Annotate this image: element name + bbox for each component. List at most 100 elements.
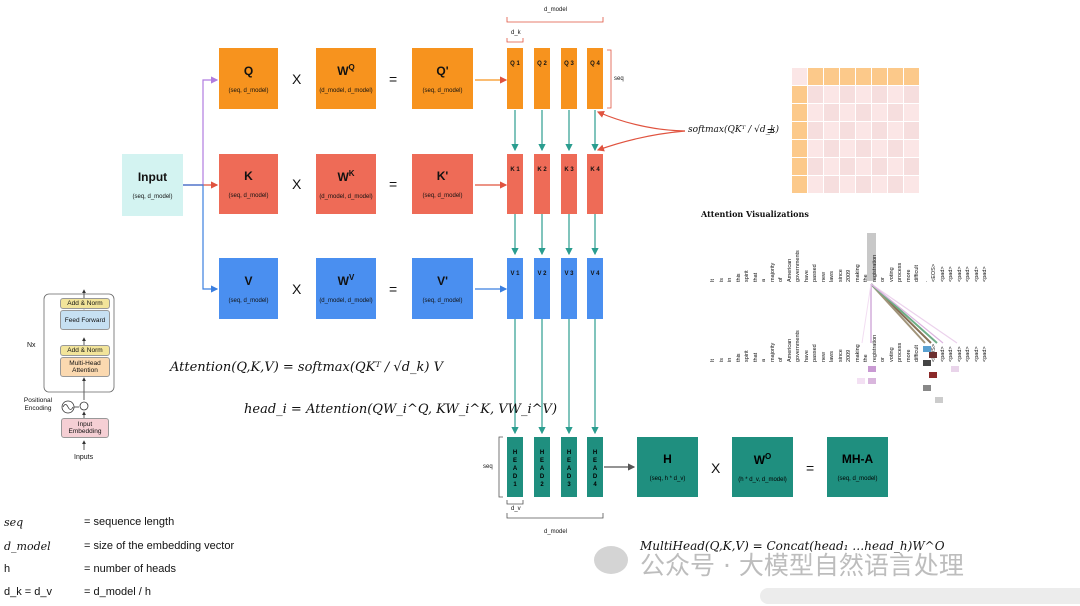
add-norm-top: Add & Norm — [60, 298, 110, 309]
viz-word-top: making — [854, 264, 861, 282]
v-head-1: V 1 — [507, 258, 523, 319]
h-times: X — [711, 460, 721, 476]
matrix-cell — [856, 104, 871, 121]
matrix-cell — [888, 86, 903, 103]
wo-box: WO (h * d_v, d_model) — [732, 437, 793, 497]
matrix-header-cell — [792, 122, 807, 139]
viz-word-bottom: <pad> — [948, 346, 954, 362]
matrix-cell — [808, 104, 823, 121]
viz-word-bottom: It — [710, 358, 716, 362]
q-times: X — [292, 71, 302, 87]
matrix-header-cell — [840, 68, 855, 85]
viz-word-top: a — [761, 278, 767, 282]
dk-top-label: d_k — [511, 30, 521, 36]
matrix-cell — [824, 122, 839, 139]
q-prime-label: Q' — [436, 63, 449, 78]
viz-word-top: in — [727, 277, 733, 282]
viz-word-top: <pad> — [982, 266, 988, 282]
legend-h-value: = number of heads — [84, 563, 177, 575]
v-head-2: V 2 — [534, 258, 550, 319]
nx-label: Nx — [27, 342, 36, 349]
k-shape: (seq, d_model) — [228, 193, 269, 199]
matrix-cell — [856, 140, 871, 157]
matrix-cell — [888, 176, 903, 193]
arrow-softmax-to-q4 — [596, 111, 686, 132]
mha-label: MH-A — [841, 452, 874, 466]
input-embedding-block: Input Embedding — [61, 418, 109, 438]
matrix-cell — [888, 158, 903, 175]
matrix-cell — [888, 122, 903, 139]
arrow-softmax-to-k4 — [596, 130, 686, 152]
viz-word-bottom: is — [718, 358, 725, 362]
wechat-logo-icon — [594, 546, 628, 574]
q-equals: = — [389, 71, 398, 87]
viz-word-bottom: have — [803, 350, 810, 362]
viz-word-bottom: spirit — [744, 350, 750, 362]
wo-shape: (h * d_v, d_model) — [738, 476, 787, 483]
add-circle-icon — [79, 401, 89, 411]
viz-word-top: <pad> — [948, 266, 954, 282]
viz-word-top: voting — [888, 267, 895, 282]
viz-word-bottom: passed — [812, 344, 818, 362]
head-2: HEAD 2 — [534, 437, 550, 497]
matrix-cell — [808, 158, 823, 175]
viz-word-bottom: this — [735, 353, 742, 362]
attention-viz-lines — [861, 283, 958, 344]
wv-shape: (d_model, d_model) — [319, 298, 373, 304]
q-head-1: Q 1 — [507, 48, 523, 109]
v-box: V (seq, d_model) — [219, 258, 278, 319]
v-head-3: V 3 — [561, 258, 577, 319]
viz-word-top: that — [752, 272, 759, 282]
matrix-cell — [856, 86, 871, 103]
viz-word-bottom: new — [820, 351, 827, 362]
q-shape: (seq, d_model) — [228, 87, 269, 94]
matrix-header-cell — [808, 68, 823, 85]
seq-right-label: seq — [614, 76, 624, 82]
input-box: Input (seq, d_model) — [122, 154, 183, 216]
viz-word-bottom: laws — [829, 350, 835, 362]
k-head-4: K 4 — [587, 154, 603, 214]
multihead-formula: MultiHead(Q,K,V) = Concat(head₁ …head_h)… — [640, 539, 945, 553]
matrix-cell — [824, 158, 839, 175]
matrix-cell — [808, 86, 823, 103]
inputs-label: Inputs — [74, 454, 94, 461]
matrix-header-cell — [792, 104, 807, 121]
wk-box: WK (d_model, d_model) — [316, 154, 376, 214]
attention-viz-title: Attention Visualizations — [701, 209, 809, 219]
legend-dk-value: = d_model / h — [84, 586, 151, 598]
attention-viz-highlight — [867, 233, 876, 281]
viz-word-bottom: difficult — [914, 344, 920, 362]
matrix-cell — [808, 122, 823, 139]
viz-word-bottom: registration — [871, 334, 878, 362]
bracket-dmodel-top — [506, 17, 604, 23]
k-head-1: K 1 — [507, 154, 523, 214]
softmax-equals: = — [767, 123, 775, 138]
q-box: Q (seq, d_model) — [219, 48, 278, 109]
q-prime-box: Q' (seq, d_model) — [412, 48, 473, 109]
head-3: HEAD 3 — [561, 437, 577, 497]
dmodel-bottom-label: d_model — [544, 529, 568, 535]
bracket-seq-left — [498, 436, 503, 498]
wk-label: WK — [337, 168, 355, 184]
matrix-cell — [824, 86, 839, 103]
wk-shape: (d_model, d_model) — [319, 193, 373, 200]
viz-word-top: spirit — [744, 270, 750, 282]
viz-word-top: of — [778, 277, 784, 282]
v-prime-shape: (seq, d_model) — [422, 297, 463, 304]
matrix-cell — [840, 140, 855, 157]
wq-shape: (d_model, d_model) — [319, 88, 373, 94]
viz-word-top: process — [897, 262, 903, 282]
viz-word-top: American — [786, 258, 793, 282]
v-shape: (seq, d_model) — [228, 297, 269, 304]
matrix-cell — [840, 86, 855, 103]
matrix-header-cell — [856, 68, 871, 85]
viz-word-bottom: <pad> — [973, 346, 980, 362]
matrix-cell — [808, 140, 823, 157]
viz-word-bottom: 2009 — [846, 349, 852, 362]
matrix-cell — [904, 158, 919, 175]
matrix-header-cell — [792, 86, 807, 103]
viz-word-bottom: <pad> — [982, 346, 988, 362]
matrix-cell — [904, 176, 919, 193]
dv-bottom-label: d_v — [511, 506, 521, 512]
seq-left-label: seq — [483, 464, 493, 470]
